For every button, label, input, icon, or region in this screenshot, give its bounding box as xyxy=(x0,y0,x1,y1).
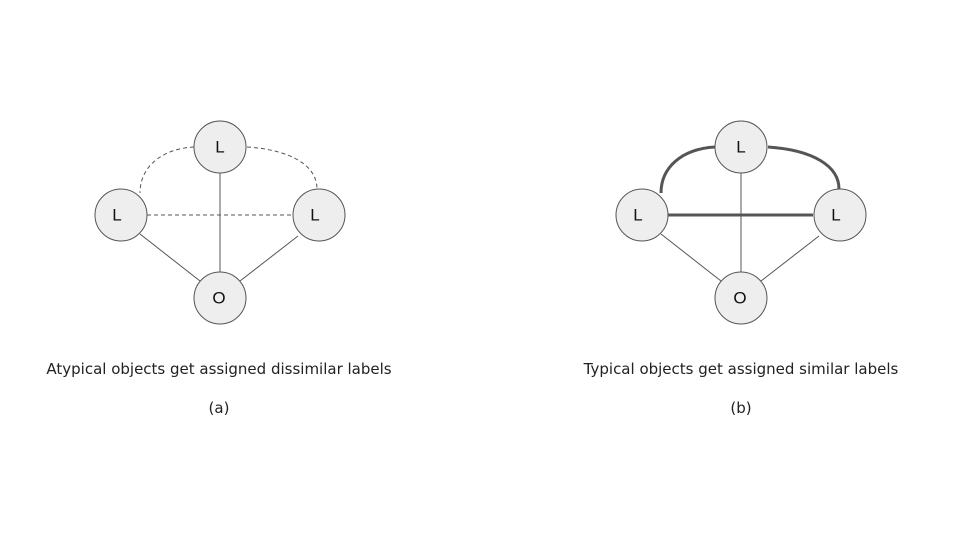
edge-left-bottom xyxy=(139,233,201,282)
node-text: L xyxy=(215,138,224,157)
label-node-left xyxy=(94,188,148,242)
object-node xyxy=(714,271,768,325)
node-text: L xyxy=(633,206,642,225)
strong-edge-top-right xyxy=(767,145,841,190)
strong-edge-top-left xyxy=(659,145,716,194)
node-text: L xyxy=(831,206,840,225)
caption-a: Atypical objects get assigned dissimilar… xyxy=(46,360,392,378)
edge-right-bottom xyxy=(760,235,820,282)
object-node xyxy=(193,271,247,325)
node-text: L xyxy=(310,206,319,225)
dashed-edge-top-right xyxy=(246,146,318,190)
diagram-b: L L L O xyxy=(615,120,867,325)
node-text: O xyxy=(733,289,746,308)
label-node-right xyxy=(813,188,867,242)
node-text: L xyxy=(736,138,745,157)
sublabel-a: (a) xyxy=(208,399,230,417)
label-node-right xyxy=(292,188,346,242)
diagram-a: L L L O xyxy=(94,120,346,325)
label-node-top xyxy=(714,120,768,174)
node-text: O xyxy=(212,289,225,308)
edge-right-bottom xyxy=(239,235,299,282)
caption-b: Typical objects get assigned similar lab… xyxy=(583,360,899,378)
label-node-left xyxy=(615,188,669,242)
node-text: L xyxy=(112,206,121,225)
label-node-top xyxy=(193,120,247,174)
edge-left-bottom xyxy=(660,233,722,282)
dashed-edge-top-left xyxy=(139,146,195,194)
sublabel-b: (b) xyxy=(730,399,752,417)
